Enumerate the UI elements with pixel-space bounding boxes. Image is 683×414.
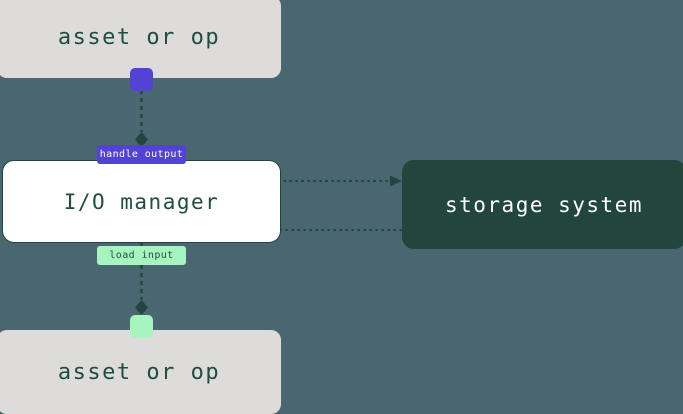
load-input-port[interactable] xyxy=(130,315,153,338)
node-io-manager[interactable]: I/O manager xyxy=(2,160,281,243)
node-label-io-manager: I/O manager xyxy=(63,189,220,214)
edge-label-handle-output[interactable]: handle output xyxy=(97,145,186,164)
node-asset-or-op-top[interactable]: asset or op xyxy=(0,0,281,78)
node-label-asset-bottom: asset or op xyxy=(57,359,221,385)
node-label-storage-system: storage system xyxy=(444,192,643,217)
node-asset-or-op-bottom[interactable]: asset or op xyxy=(0,330,281,414)
edge-label-load-input[interactable]: load input xyxy=(97,246,186,265)
edge-label-load-input-text: load input xyxy=(109,250,174,261)
node-label-asset-top: asset or op xyxy=(57,24,221,50)
handle-output-port[interactable] xyxy=(130,68,153,91)
edge-label-handle-output-text: handle output xyxy=(99,149,184,160)
diamond-marker-load-input xyxy=(135,300,148,315)
node-storage-system[interactable]: storage system xyxy=(402,160,683,249)
arrowhead-to-storage-system xyxy=(390,175,402,187)
